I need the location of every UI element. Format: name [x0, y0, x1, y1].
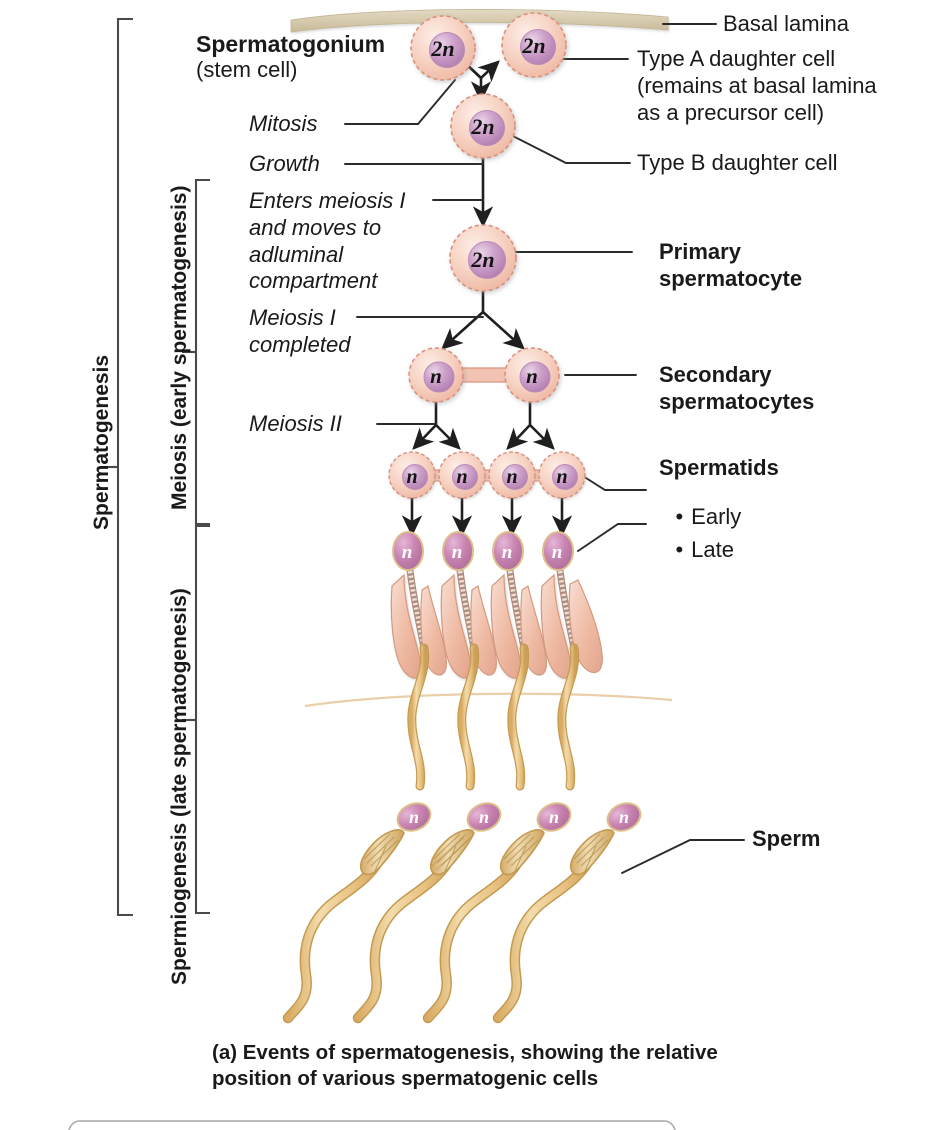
- ploidy-secondary-2: n: [526, 364, 538, 388]
- label-meiosis-i-completed: Meiosis I completed: [249, 305, 351, 357]
- label-spermatogonium: Spermatogonium: [196, 31, 386, 57]
- ploidy-early-spermatid-4: n: [552, 542, 563, 563]
- late-spermatid-tails: [407, 643, 580, 791]
- arrow-primary-split-right: [482, 311, 525, 350]
- label-sperm: Sperm: [752, 826, 821, 851]
- ploidy-spermatid-1: n: [406, 466, 417, 488]
- cell-stem-spermatogonium: [410, 15, 476, 81]
- label-primary-spermatocyte: Primary spermatocyte: [659, 239, 803, 291]
- cell-spermatid-2: [438, 451, 486, 499]
- arrow-primary-split-left: [441, 288, 485, 350]
- label-spermatid-late: Late: [691, 536, 734, 562]
- cell-spermatid-4: [538, 451, 586, 499]
- cell-type-a-daughter: [501, 12, 567, 78]
- figure-caption: (a) Events of spermatogenesis, showing t…: [212, 1041, 718, 1090]
- basal-lamina-band: [290, 9, 669, 33]
- label-spermatids-title: Spermatids: [659, 455, 779, 480]
- cell-secondary-spermatocyte-1: [408, 347, 464, 403]
- label-spermatid-early: Early: [691, 503, 742, 529]
- sperm-3: [492, 802, 642, 1024]
- ploidy-stem-cell: 2n: [430, 36, 454, 61]
- bracket-meiosis-early: [182, 178, 210, 526]
- cell-secondary-spermatocyte-2: [504, 347, 560, 403]
- label-meiosis-ii: Meiosis II: [249, 411, 342, 436]
- label-secondary-spermatocytes: Secondary spermatocytes: [659, 362, 815, 414]
- leader-mitosis: [344, 79, 456, 125]
- sperm-4: [282, 802, 432, 1024]
- label-spermatogonium-sub: (stem cell): [196, 57, 298, 82]
- ploidy-type-b: 2n: [470, 114, 494, 139]
- arrow-secondary-right-split-a: [506, 398, 532, 450]
- bracket-label-spermiogenesis-late: Spermiogenesis (late spermatogenesis): [168, 588, 191, 985]
- ploidy-early-spermatid-3: n: [502, 542, 513, 563]
- sperm-2: [422, 802, 572, 1024]
- cell-type-b-daughter: [450, 93, 516, 159]
- arrow-secondary-right-split-b: [529, 424, 555, 450]
- cell-primary-spermatocyte: [449, 224, 517, 292]
- bracket-spermiogenesis-late: [182, 524, 210, 915]
- ploidy-sperm-3: n: [549, 807, 559, 827]
- bullet-icon: •: [675, 503, 684, 529]
- label-enters-meiosis: Enters meiosis I and moves to adluminal …: [249, 188, 406, 294]
- ploidy-sperm-1: n: [409, 807, 419, 827]
- leader-spermatid-early: [574, 470, 647, 491]
- leader-spermatid-late: [577, 523, 647, 552]
- cell-spermatid-3: [488, 451, 536, 499]
- spermatid-late-row: • Late: [651, 511, 734, 588]
- ploidy-spermatid-2: n: [456, 466, 467, 488]
- bottom-panel-frame: [68, 1120, 676, 1130]
- ploidy-early-spermatid-1: n: [402, 542, 413, 563]
- spermatid-early-row: • Early: [651, 478, 741, 555]
- ploidy-type-a: 2n: [521, 33, 545, 58]
- leader-sperm: [621, 839, 745, 874]
- sperm-1: [352, 802, 502, 1024]
- bracket-spermatogenesis: [104, 17, 133, 917]
- label-basal-lamina: Basal lamina: [723, 11, 849, 36]
- bracket-label-meiosis-early: Meiosis (early spermatogenesis): [168, 185, 191, 510]
- ploidy-secondary-1: n: [430, 364, 442, 388]
- early-spermatid-group-3: [490, 531, 528, 679]
- ploidy-spermatid-3: n: [506, 466, 517, 488]
- label-type-a-daughter-cell: Type A daughter cell (remains at basal l…: [637, 46, 877, 125]
- arrow-secondary-left-split-a: [412, 398, 438, 450]
- ploidy-sperm-2: n: [479, 807, 489, 827]
- ploidy-spermatid-4: n: [556, 466, 567, 488]
- bullet-icon: •: [675, 536, 684, 562]
- arrow-secondary-left-split-b: [435, 424, 461, 450]
- lumen-line: [304, 692, 673, 708]
- leader-type-b: [506, 132, 631, 164]
- early-spermatid-group-2: [440, 531, 478, 679]
- ploidy-primary-spermatocyte: 2n: [470, 247, 494, 272]
- label-mitosis: Mitosis: [249, 111, 318, 136]
- arrow-mitosis-to-typeB: [463, 61, 492, 103]
- ploidy-early-spermatid-2: n: [452, 542, 463, 563]
- bracket-label-spermatogenesis: Spermatogenesis: [90, 354, 113, 530]
- ploidy-sperm-4: n: [619, 807, 629, 827]
- label-growth: Growth: [249, 151, 320, 176]
- cell-spermatid-1: [388, 451, 436, 499]
- label-type-b-daughter-cell: Type B daughter cell: [637, 150, 838, 175]
